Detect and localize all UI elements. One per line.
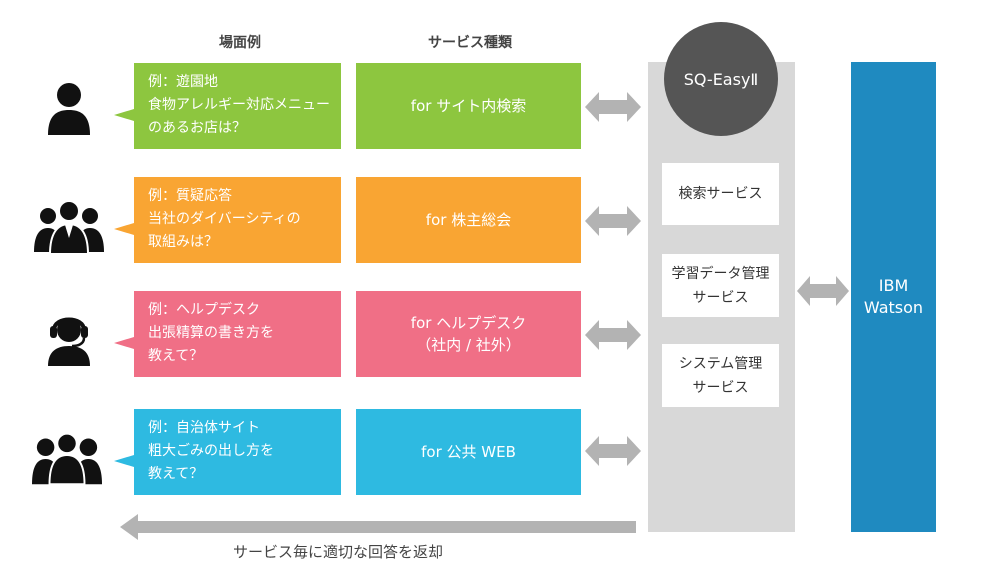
inner-service-label: サービス bbox=[692, 289, 749, 306]
inner-service-label: 学習データ管理 bbox=[671, 265, 770, 282]
bidirectional-arrow-icon bbox=[797, 276, 849, 306]
person-icon bbox=[34, 78, 104, 138]
watson-label: IBM bbox=[878, 276, 909, 295]
learning-data-service-box: 学習データ管理 サービス bbox=[662, 254, 779, 317]
scene-line: 取組みは？ bbox=[148, 234, 218, 250]
service-label: for ヘルプデスク bbox=[410, 314, 527, 332]
scene-line: 教えて？ bbox=[148, 466, 204, 482]
service-sublabel: （社内 / 社外） bbox=[416, 336, 521, 354]
service-label: for 株主総会 bbox=[425, 211, 512, 229]
scene-line: 例：遊園地 bbox=[148, 74, 218, 90]
bidirectional-arrow-icon bbox=[585, 206, 641, 236]
sq-easy-badge: SQ-EasyⅡ bbox=[664, 22, 778, 136]
service-helpdesk: for ヘルプデスク （社内 / 社外） bbox=[356, 291, 581, 377]
scene-bubble-qa: 例：質疑応答 当社のダイバーシティの 取組みは？ bbox=[114, 177, 341, 263]
return-arrow-icon bbox=[120, 514, 636, 540]
service-public-web: for 公共 WEB bbox=[356, 409, 581, 495]
return-label: サービス毎に適切な回答を返却 bbox=[233, 543, 444, 561]
crowd-icon bbox=[32, 428, 102, 488]
scene-line: のあるお店は？ bbox=[148, 120, 246, 136]
scene-bubble-helpdesk: 例：ヘルプデスク 出張精算の書き方を 教えて？ bbox=[114, 291, 341, 377]
inner-service-label: 検索サービス bbox=[678, 186, 763, 202]
inner-service-label: サービス bbox=[692, 379, 749, 396]
scene-line: 例：質疑応答 bbox=[148, 188, 232, 204]
watson-label: Watson bbox=[863, 298, 924, 317]
service-site-search: for サイト内検索 bbox=[356, 63, 581, 149]
bidirectional-arrow-icon bbox=[585, 436, 641, 466]
scene-header: 場面例 bbox=[219, 35, 261, 51]
scene-bubble-amusement-park: 例：遊園地 食物アレルギー対応メニュー のあるお店は？ bbox=[114, 63, 341, 149]
inner-service-label: システム管理 bbox=[678, 355, 763, 372]
scene-line: 例：自治体サイト bbox=[148, 420, 260, 436]
bidirectional-arrow-icon bbox=[585, 320, 641, 350]
service-label: for サイト内検索 bbox=[410, 97, 527, 115]
scene-line: 例：ヘルプデスク bbox=[148, 302, 260, 318]
bidirectional-arrow-icon bbox=[585, 92, 641, 122]
ibm-watson-column: IBM Watson bbox=[851, 62, 936, 532]
engine-name: SQ-EasyⅡ bbox=[683, 69, 759, 89]
scene-bubble-municipal: 例：自治体サイト 粗大ごみの出し方を 教えて？ bbox=[114, 409, 341, 495]
scene-line: 教えて？ bbox=[148, 348, 204, 364]
scene-line: 食物アレルギー対応メニュー bbox=[148, 97, 330, 113]
system-management-service-box: システム管理 サービス bbox=[662, 344, 779, 407]
headset-operator-icon bbox=[34, 307, 104, 367]
service-label: for 公共 WEB bbox=[421, 443, 516, 461]
group-icon bbox=[34, 196, 104, 256]
service-shareholders-meeting: for 株主総会 bbox=[356, 177, 581, 263]
search-service-box: 検索サービス bbox=[662, 163, 779, 225]
scene-line: 当社のダイバーシティの bbox=[148, 211, 301, 227]
service-type-header: サービス種類 bbox=[428, 35, 512, 51]
scene-line: 出張精算の書き方を bbox=[148, 325, 274, 341]
scene-line: 粗大ごみの出し方を bbox=[148, 443, 274, 459]
